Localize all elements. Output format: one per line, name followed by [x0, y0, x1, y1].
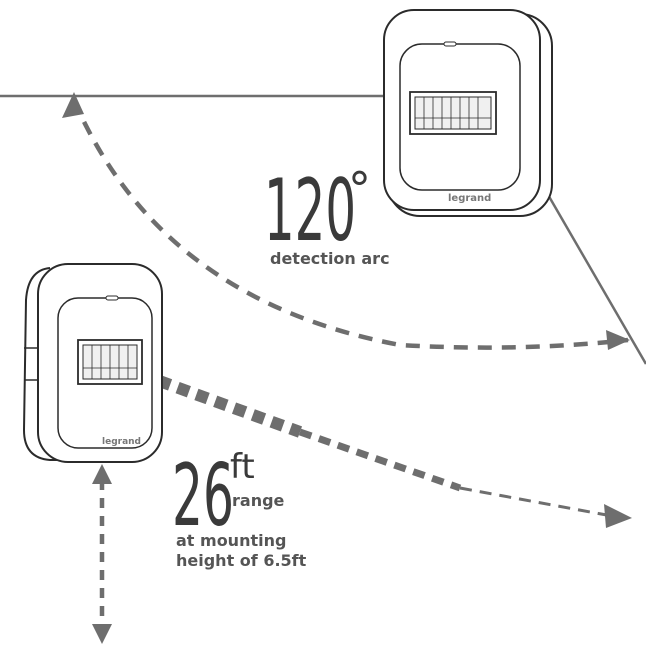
sensor-top-lens-grid — [415, 97, 491, 129]
range-line-segment-3 — [459, 486, 613, 518]
detection-arc-caption: detection arc — [270, 249, 390, 268]
sensor-side-led — [105, 295, 119, 301]
sensor-device-side: legrand — [22, 263, 163, 463]
range-line-segment-2 — [298, 428, 462, 492]
range-caption: range — [232, 491, 285, 510]
arc-arrowhead-end — [606, 330, 630, 350]
degree-symbol: ° — [348, 162, 371, 216]
height-arrowhead-bottom — [92, 624, 112, 644]
sensor-top-brand: legrand — [448, 193, 491, 204]
range-label: 26 ft range at mounting height of 6.5ft — [172, 446, 307, 570]
sensor-side-brand: legrand — [102, 437, 141, 447]
range-line-segment-1 — [137, 368, 303, 438]
detection-arc-label: 120 ° detection arc — [264, 161, 390, 268]
range-arrowhead — [604, 504, 632, 528]
sensor-side-lens-grid — [83, 345, 137, 379]
detection-arc-value: 120 — [264, 161, 356, 261]
range-value: 26 — [172, 446, 234, 546]
sensor-top-led — [443, 41, 457, 47]
sensor-device-top: legrand — [383, 9, 553, 217]
mounting-note-line2: height of 6.5ft — [176, 551, 307, 570]
range-unit: ft — [230, 447, 255, 487]
height-arrowhead-top — [92, 464, 112, 484]
mounting-note-line1: at mounting — [176, 531, 286, 550]
sensor-top-lens — [414, 96, 492, 130]
arc-arrowhead-start — [62, 92, 84, 118]
